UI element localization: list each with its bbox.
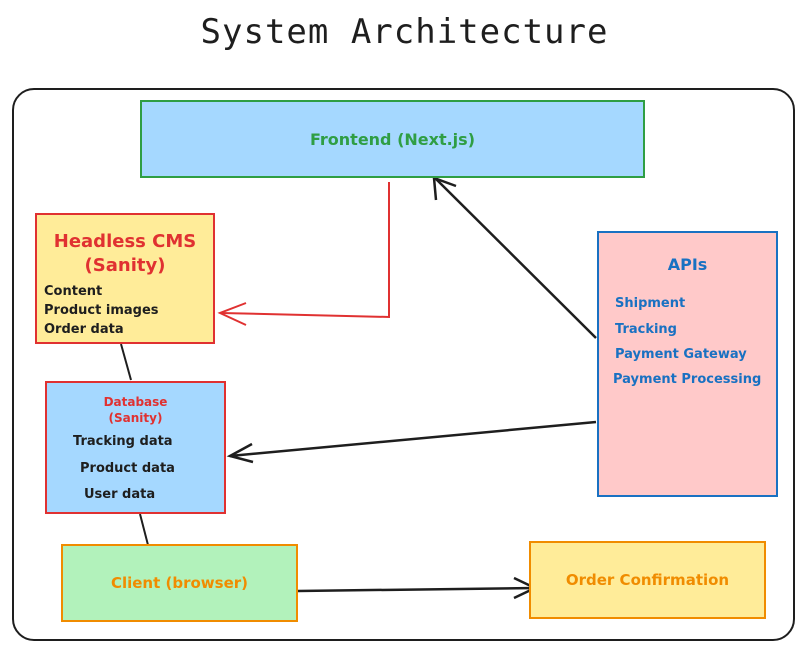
database-item: User data [84,487,156,502]
apis-item: Payment Processing [613,372,762,387]
arrow-apis-to-frontend [434,177,597,339]
arrowhead-frontend [432,176,457,201]
database-item: Product data [80,461,175,476]
arrowhead-cms [217,302,247,326]
apis-item: Tracking [615,322,677,337]
client-browser-node: Client (browser) [61,544,298,622]
line-database-to-client [139,513,149,546]
order-confirmation-node: Order Confirmation [529,541,766,619]
cms-title-line1: Headless CMS [53,231,197,252]
apis-title: APIs [667,255,708,274]
line-cms-to-database [120,343,132,381]
headless-cms-node: Headless CMS (Sanity) Content Product im… [35,213,215,344]
cms-title: Headless CMS (Sanity) [37,230,213,278]
frontend-node: Frontend (Next.js) [140,100,645,178]
apis-item: Shipment [615,296,686,311]
cms-title-line2: (Sanity) [84,255,166,276]
cms-items: Content Product images Order data [44,282,213,339]
cms-item: Product images [44,303,159,318]
client-label: Client (browser) [110,574,249,592]
cms-item: Order data [44,322,124,337]
database-node: Database (Sanity) Tracking data Product … [45,381,226,514]
arrowhead-database [226,442,254,464]
diagram-title: System Architecture [200,12,609,52]
architecture-frame [12,88,795,641]
frontend-label: Frontend (Next.js) [309,129,475,149]
arrow-apis-to-database [229,420,597,458]
apis-node: APIs Shipment Tracking Payment Gateway P… [597,231,778,497]
arrow-client-to-order [297,586,536,593]
order-label: Order Confirmation [565,571,730,589]
database-item: Tracking data [73,434,173,449]
cms-item: Content [44,284,103,299]
arrow-frontend-to-cms [220,182,390,319]
apis-item: Payment Gateway [615,347,747,362]
database-title: Database (Sanity) [47,394,224,426]
database-title-line1: Database [103,395,168,409]
database-title-line2: (Sanity) [108,411,163,425]
